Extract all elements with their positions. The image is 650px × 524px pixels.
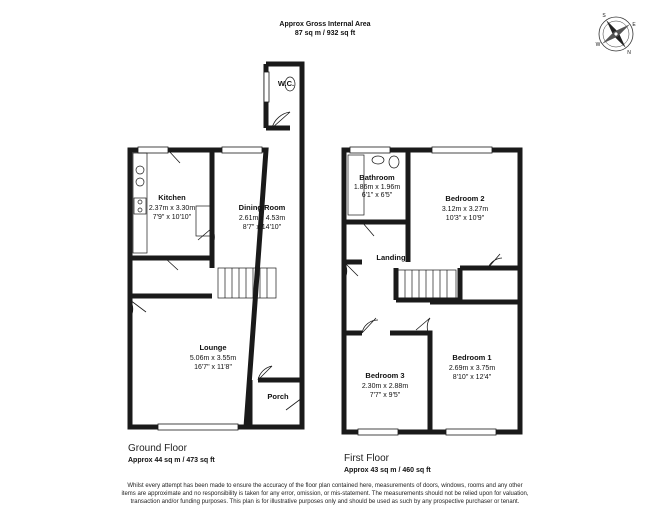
lounge-name: Lounge xyxy=(199,343,226,352)
ground-floor-title: Ground Floor xyxy=(128,443,187,454)
ground-floor-area: Approx 44 sq m / 473 sq ft xyxy=(128,457,215,464)
compass-letter-w: W xyxy=(596,42,601,48)
bedroom2-wall xyxy=(405,150,520,271)
bedroom3-window xyxy=(357,428,399,436)
bathroom-metric: 1.86m x 1.96m xyxy=(354,184,400,191)
bedroom3-imperial: 7'7" x 9'5" xyxy=(370,392,401,399)
bedroom1-name: Bedroom 1 xyxy=(452,353,491,362)
cupboard-door-2 xyxy=(343,261,359,281)
landing-wall xyxy=(344,259,463,303)
bedroom2-imperial: 10'3" x 10'9" xyxy=(446,215,485,222)
bathroom-imperial: 6'1" x 6'5" xyxy=(362,192,393,199)
kitchen-door xyxy=(167,149,186,164)
dining-window xyxy=(221,146,263,154)
front-door xyxy=(285,397,303,415)
bedroom2-door xyxy=(487,253,503,269)
porch-wall xyxy=(247,377,302,427)
kitchen-window xyxy=(137,146,169,154)
kitchen-unit xyxy=(195,205,211,237)
lounge-window xyxy=(157,423,239,431)
lounge-imperial: 16'7" x 11'8" xyxy=(194,364,232,371)
dining-name: Dining Room xyxy=(239,203,286,212)
dining-imperial: 8'7" x 14'10" xyxy=(243,224,282,231)
toilet-icon xyxy=(388,155,400,169)
gross-area-title: Approx Gross Internal Area xyxy=(279,21,371,28)
porch-label: Porch xyxy=(267,392,289,401)
bathroom-name: Bathroom xyxy=(359,173,395,182)
bedroom2-name: Bedroom 2 xyxy=(445,194,484,203)
basin-icon xyxy=(371,155,385,165)
bathroom-window xyxy=(349,146,391,154)
hall-wall xyxy=(130,255,215,299)
compass-letter-e: E xyxy=(632,22,636,28)
bath-icon xyxy=(347,154,365,216)
bedroom1-window xyxy=(445,428,497,436)
wc-door xyxy=(271,111,291,129)
kitchen-imperial: 7'9" x 10'10" xyxy=(153,214,192,221)
kitchen-sink-icon xyxy=(135,165,145,175)
porch-door xyxy=(257,365,273,381)
bedroom3-wall xyxy=(344,330,433,432)
kitchen-name: Kitchen xyxy=(158,193,186,202)
lounge-door xyxy=(129,299,147,319)
bathroom-door xyxy=(361,221,379,237)
compass-icon: S N E W xyxy=(596,13,637,56)
kitchen-worktop xyxy=(132,152,148,254)
cupboard-door xyxy=(164,257,182,271)
bedroom1-metric: 2.69m x 3.75m xyxy=(449,365,495,372)
compass-letter-s: S xyxy=(602,13,606,19)
ground-floor-outer-wall xyxy=(127,61,305,430)
bedroom1-imperial: 8'10" x 12'4" xyxy=(453,374,492,381)
bedroom3-name: Bedroom 3 xyxy=(365,371,404,380)
ground-stairs xyxy=(217,267,277,299)
first-floor-area: Approx 43 sq m / 460 sq ft xyxy=(344,467,431,474)
first-stairs xyxy=(397,269,457,299)
first-floor-title: First Floor xyxy=(344,453,389,464)
bedroom1-door xyxy=(415,317,431,337)
dining-metric: 2.61m x 4.53m xyxy=(239,215,285,222)
bedroom2-window xyxy=(431,146,493,154)
wc-toilet-icon xyxy=(284,76,296,92)
compass-letter-n: N xyxy=(627,50,631,56)
bedroom3-door xyxy=(361,317,379,334)
landing-label: Landing xyxy=(376,253,406,262)
gross-area-value: 87 sq m / 932 sq ft xyxy=(294,30,356,37)
hob-icon xyxy=(133,197,147,215)
lounge-metric: 5.06m x 3.55m xyxy=(190,355,236,362)
wc-label: W.C. xyxy=(278,79,294,88)
wc-window xyxy=(263,71,270,103)
disclaimer-text: Whilst every attempt has been made to en… xyxy=(121,483,529,505)
bedroom3-metric: 2.30m x 2.88m xyxy=(362,383,408,390)
bedroom2-metric: 3.12m x 3.27m xyxy=(442,206,488,213)
kitchen-metric: 2.37m x 3.30m xyxy=(149,205,195,212)
